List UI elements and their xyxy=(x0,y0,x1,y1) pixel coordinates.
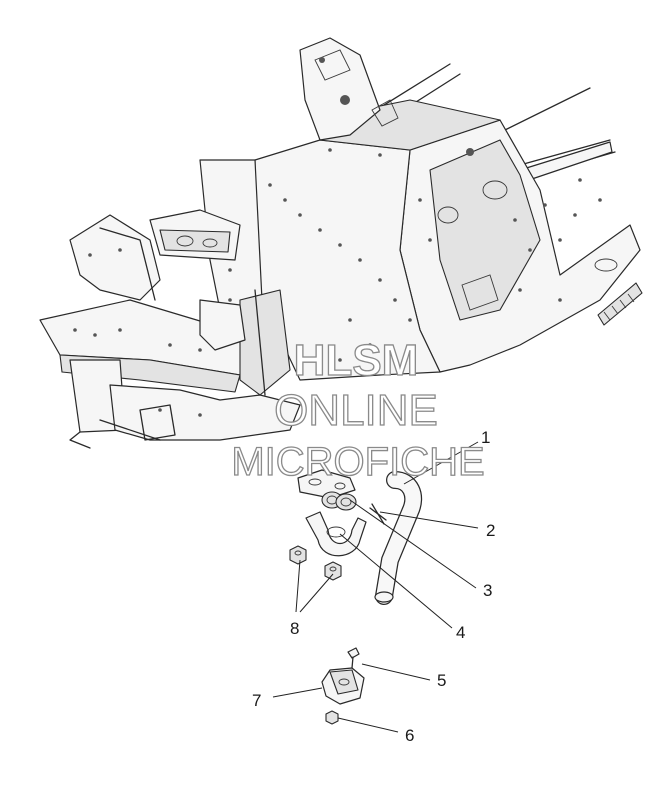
callout-6: 6 xyxy=(405,726,414,745)
leader-lines xyxy=(272,441,479,733)
callout-7: 7 xyxy=(252,691,261,710)
watermark-line1: HLSM xyxy=(294,336,419,385)
callout-4: 4 xyxy=(456,623,465,642)
grommet-pair xyxy=(321,491,357,511)
callout-labels: 1 2 3 4 5 6 7 8 xyxy=(252,428,495,745)
mount-item-7 xyxy=(321,667,365,705)
exhaust-pipe xyxy=(374,471,423,605)
watermark: HLSM ONLINE MICROFICHE xyxy=(231,335,486,484)
callout-2: 2 xyxy=(486,521,495,540)
nut-item-6 xyxy=(325,710,339,725)
watermark-line2: ONLINE xyxy=(274,386,438,435)
callout-5: 5 xyxy=(437,671,446,690)
mounting-bracket xyxy=(297,469,356,499)
spring-pin xyxy=(369,503,387,525)
chassis-frame xyxy=(39,37,643,449)
bolt-item-5 xyxy=(347,647,360,669)
nuts-item-8 xyxy=(289,545,342,581)
callout-8: 8 xyxy=(290,619,299,638)
watermark-line3: MICROFICHE xyxy=(231,440,484,484)
callout-3: 3 xyxy=(483,581,492,600)
callout-1: 1 xyxy=(481,428,490,447)
clamp xyxy=(305,511,367,557)
